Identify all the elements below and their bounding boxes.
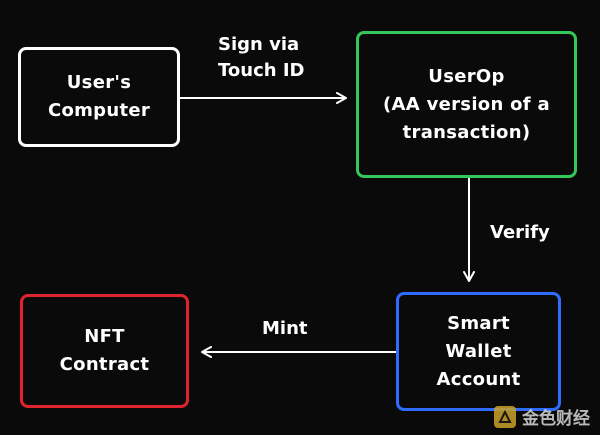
node-smart-wallet-label: Smart Wallet Account [436, 312, 521, 390]
node-userop-label: UserOp (AA version of a transaction) [383, 65, 550, 143]
node-nft-contract-label: NFT Contract [59, 326, 150, 375]
edge-mint-label: Mint [262, 318, 308, 339]
edge-verify-label: Verify [490, 222, 550, 243]
edge-sign-label: Sign via Touch ID [218, 34, 305, 81]
node-smart-wallet: Smart Wallet Account [396, 292, 561, 411]
node-users-computer: User's Computer [18, 47, 180, 147]
watermark-text: 金色财经 [522, 409, 590, 429]
node-userop: UserOp (AA version of a transaction) [356, 31, 577, 178]
node-users-computer-label: User's Computer [47, 72, 151, 121]
node-nft-contract: NFT Contract [20, 294, 189, 408]
watermark: 金色财经 [494, 404, 590, 429]
watermark-logo-icon [494, 405, 516, 428]
